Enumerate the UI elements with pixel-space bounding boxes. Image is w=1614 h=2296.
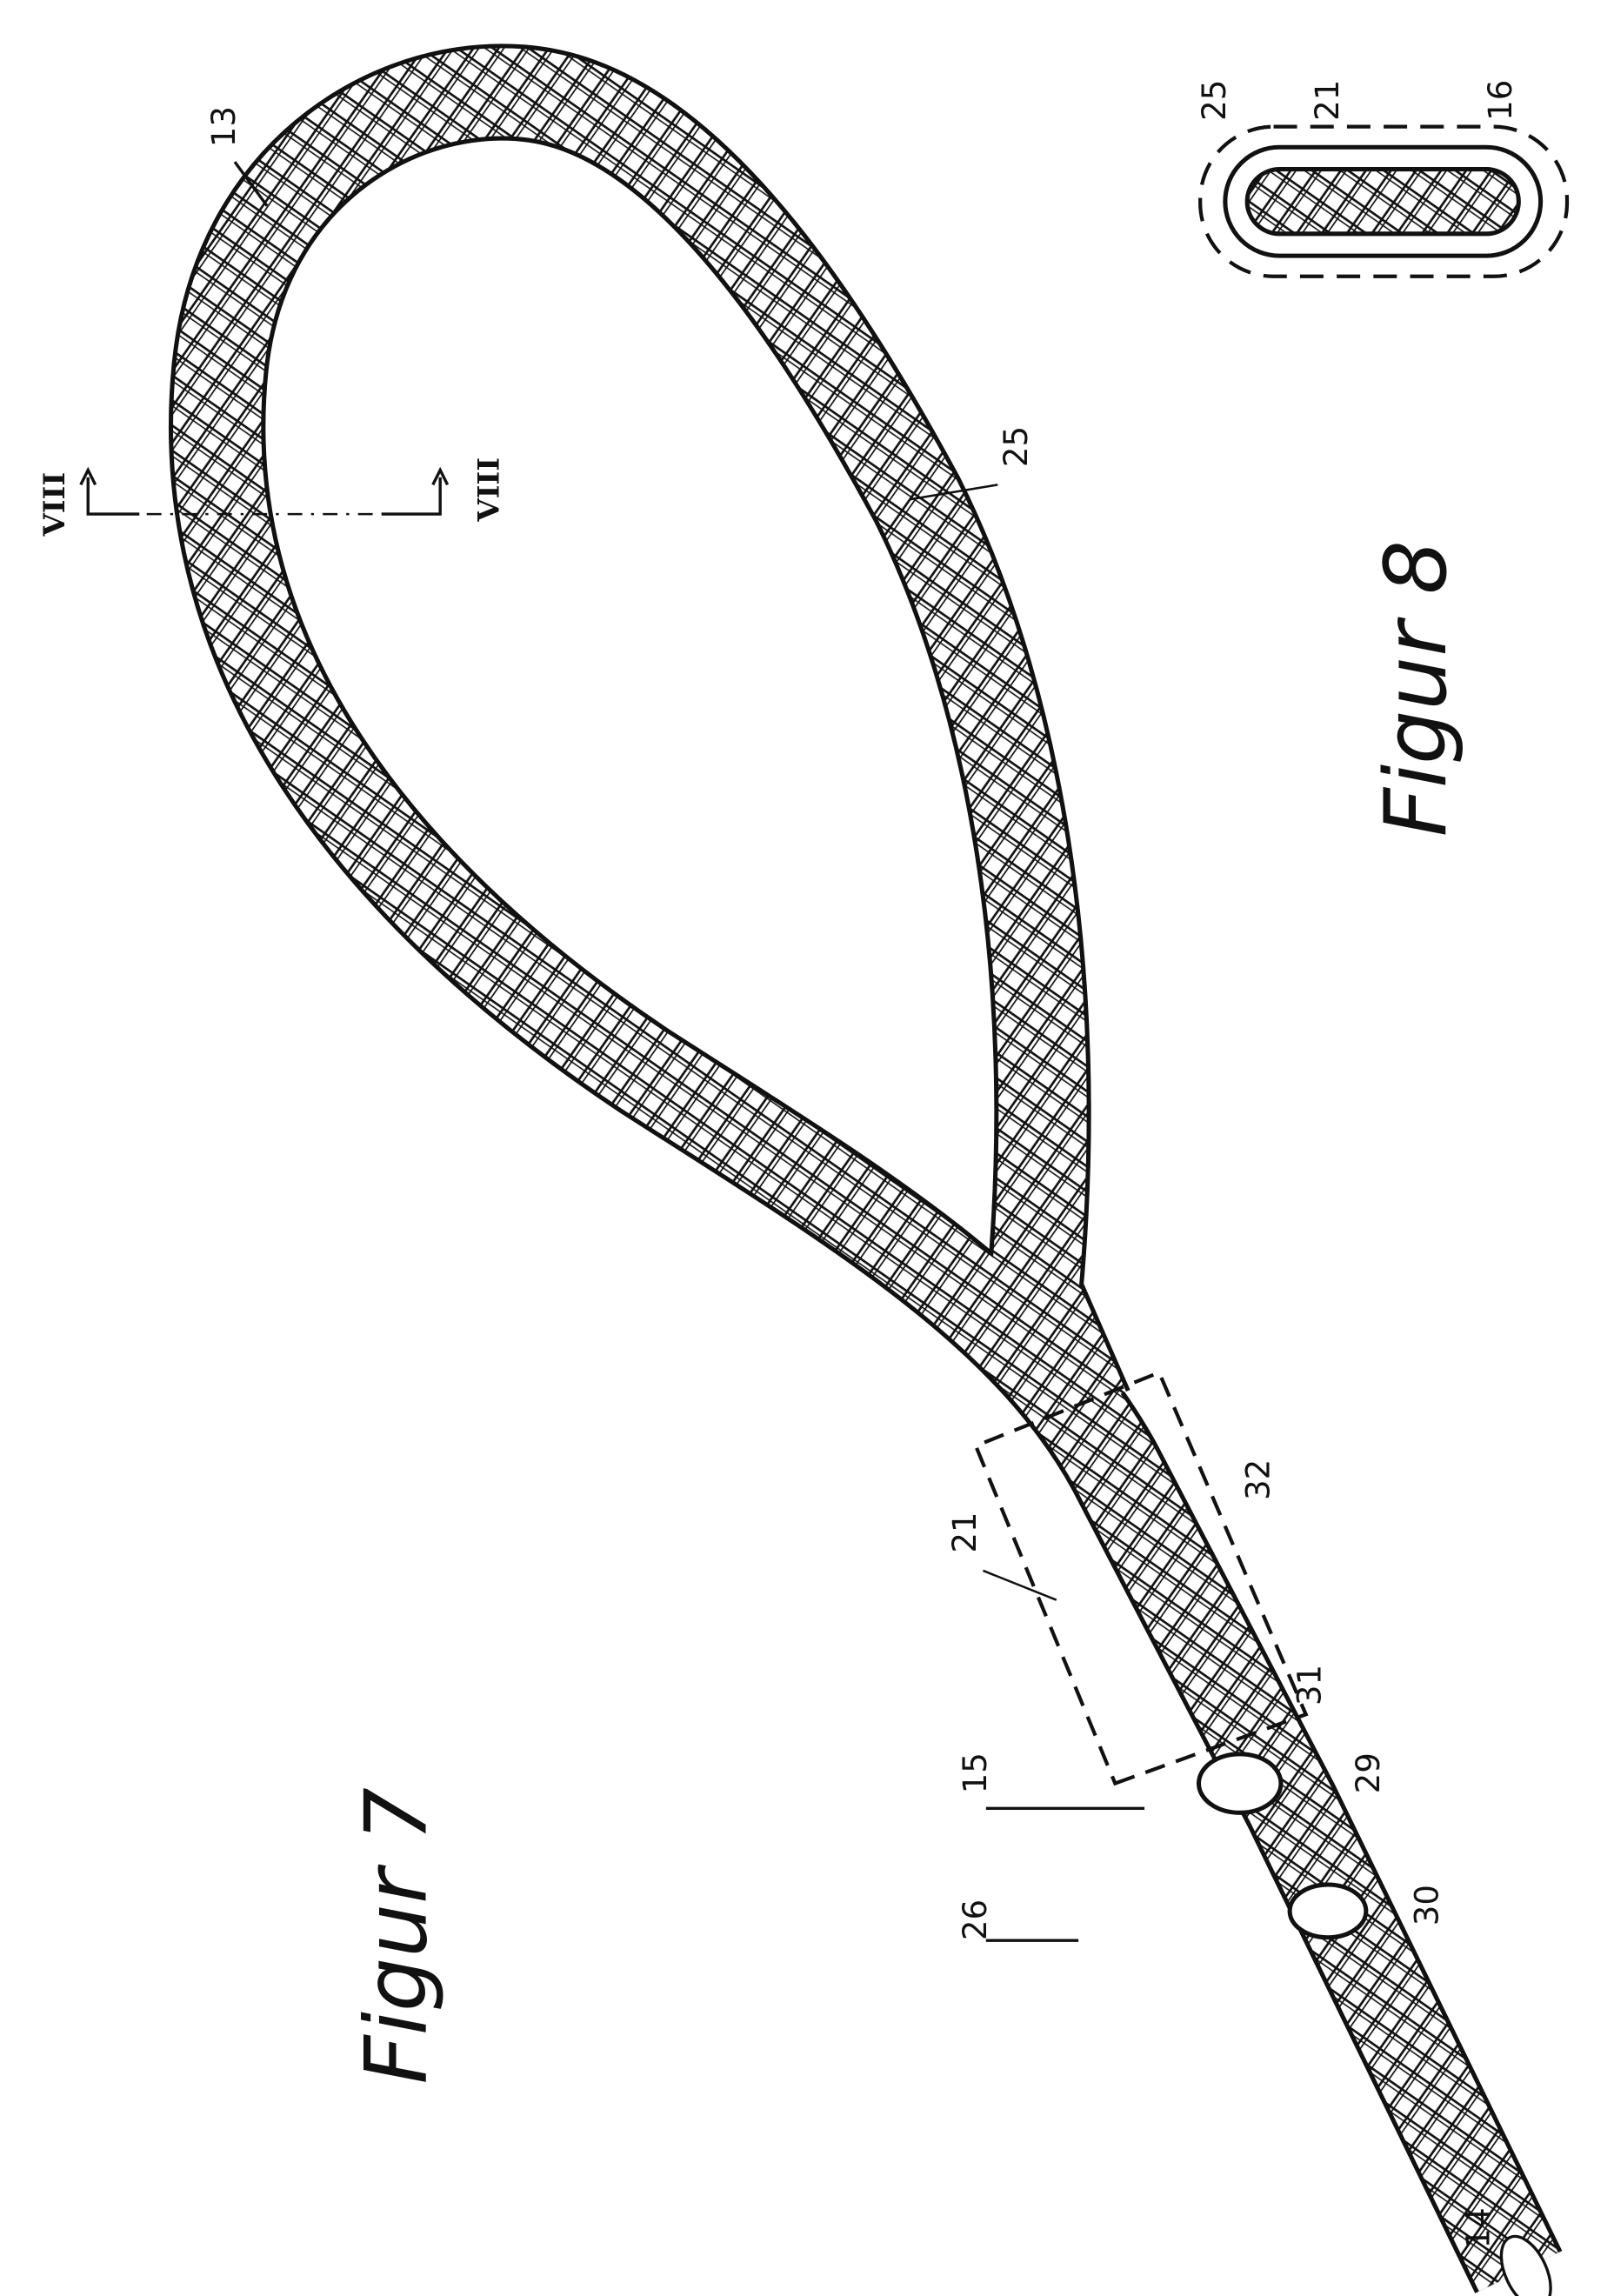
- section-mark-top: VIII: [37, 472, 71, 537]
- figure-8-cross-section: 25 21 16 Figur 8: [1196, 80, 1570, 837]
- label-32: 32: [1239, 1459, 1277, 1500]
- label-21: 21: [946, 1512, 984, 1552]
- label-30: 30: [1409, 1885, 1446, 1926]
- label-13: 13: [205, 106, 243, 147]
- element-29: [1196, 1752, 1284, 1815]
- section-mark-bottom: VIII: [471, 457, 506, 523]
- label-15: 15: [957, 1752, 994, 1793]
- dashed-outline-16: [1198, 124, 1570, 278]
- dashed-outline-32: [973, 1370, 1309, 1786]
- fig8-label-25: 25: [1196, 80, 1233, 121]
- label-14: 14: [1460, 2207, 1497, 2248]
- label-29: 29: [1350, 1752, 1387, 1793]
- label-26: 26: [957, 1899, 994, 1940]
- figure-7-caption: Figur 7: [347, 1787, 446, 2084]
- core-21: [1244, 167, 1521, 237]
- fig8-label-21: 21: [1309, 80, 1346, 121]
- element-30: [1287, 1882, 1369, 1940]
- fig8-label-16: 16: [1482, 80, 1519, 121]
- outer-layer-25: [1223, 144, 1544, 258]
- section-marks: VIII VIII: [37, 457, 505, 537]
- figure-8-caption: Figur 8: [1367, 540, 1466, 837]
- label-25: 25: [997, 426, 1035, 467]
- figure-7-loop-band: [169, 43, 1563, 2296]
- label-31: 31: [1291, 1665, 1329, 1705]
- figure-7-components: [973, 1370, 1369, 1940]
- figure-7-labels: 13 25 32 21 31 15 29 30 26 14 Figur 7: [205, 106, 1497, 2248]
